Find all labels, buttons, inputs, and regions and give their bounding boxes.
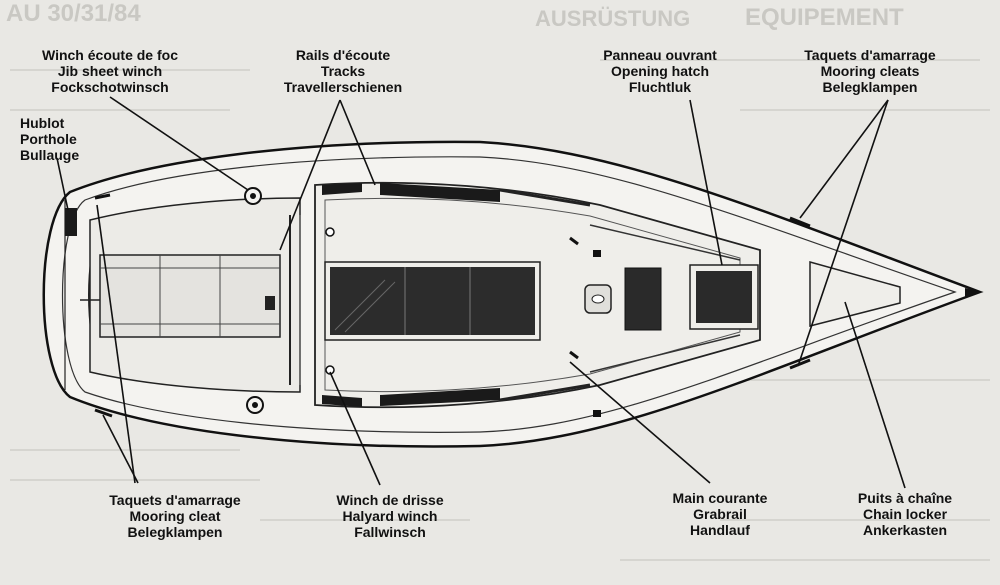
forward-vent bbox=[624, 267, 662, 331]
label-jib-sheet-winch-de: Fockschotwinsch bbox=[51, 79, 169, 95]
porthole bbox=[65, 208, 77, 236]
label-tracks-fr: Rails d'écoute bbox=[295, 47, 391, 63]
label-porthole: Hublot Porthole Bullauge bbox=[20, 115, 90, 163]
label-mooring-cleat-stern-fr: Taquets d'amarrage bbox=[109, 492, 241, 508]
label-mooring-cleats-bow-en: Mooring cleats bbox=[820, 63, 920, 79]
label-halyard-winch-de: Fallwinsch bbox=[354, 524, 426, 540]
label-porthole-de: Bullauge bbox=[20, 147, 80, 163]
coachroof-inner bbox=[324, 197, 741, 393]
label-opening-hatch-de: Fluchtluk bbox=[628, 79, 692, 95]
label-opening-hatch-en: Opening hatch bbox=[611, 63, 709, 79]
mast-step-center bbox=[591, 294, 605, 304]
background-header-mid: AUSRÜSTUNG bbox=[535, 6, 691, 31]
label-porthole-fr: Hublot bbox=[20, 115, 65, 131]
grabrail-port bbox=[589, 224, 741, 261]
label-mooring-cleats-bow-de: Belegklampen bbox=[822, 79, 918, 95]
label-tracks-de: Travellerschienen bbox=[283, 79, 403, 95]
toe-rail bbox=[62, 156, 957, 433]
fitting-small bbox=[593, 410, 601, 417]
winches bbox=[244, 187, 335, 414]
label-mooring-cleat-stern-en: Mooring cleat bbox=[129, 508, 221, 524]
label-halyard-winch-en: Halyard winch bbox=[342, 508, 438, 524]
cockpit bbox=[80, 197, 301, 393]
label-jib-sheet-winch: Winch écoute de foc Jib sheet winch Fock… bbox=[30, 47, 190, 95]
label-halyard-winch-fr: Winch de drisse bbox=[336, 492, 444, 508]
label-mooring-cleats-bow-fr: Taquets d'amarrage bbox=[804, 47, 936, 63]
opening-hatch-glass bbox=[696, 271, 752, 323]
fitting-small-2 bbox=[593, 250, 601, 257]
label-chain-locker-de: Ankerkasten bbox=[862, 522, 948, 538]
label-tracks-en: Tracks bbox=[320, 63, 366, 79]
label-tracks: Rails d'écoute Tracks Travellerschienen bbox=[268, 47, 418, 95]
label-grabrail-de: Handlauf bbox=[690, 522, 750, 538]
label-chain-locker-fr: Puits à chaîne bbox=[857, 490, 953, 506]
label-jib-sheet-winch-en: Jib sheet winch bbox=[57, 63, 163, 79]
label-chain-locker-en: Chain locker bbox=[862, 506, 948, 522]
label-mooring-cleat-stern-de: Belegklampen bbox=[127, 524, 223, 540]
bow-fitting bbox=[965, 288, 980, 298]
label-porthole-en: Porthole bbox=[20, 131, 77, 147]
label-chain-locker: Puits à chaîne Chain locker Ankerkasten bbox=[840, 490, 970, 538]
chain-locker-lid bbox=[809, 261, 901, 327]
label-opening-hatch: Panneau ouvrant Opening hatch Fluchtluk bbox=[595, 47, 725, 95]
background-header-left: AU 30/31/84 bbox=[6, 0, 141, 27]
background-header-right: EQUIPEMENT bbox=[745, 4, 904, 31]
label-grabrail: Main courante Grabrail Handlauf bbox=[655, 490, 785, 538]
label-grabrail-en: Grabrail bbox=[693, 506, 747, 522]
sheet-tracks bbox=[322, 183, 591, 407]
leader-lines bbox=[56, 96, 906, 489]
label-opening-hatch-fr: Panneau ouvrant bbox=[603, 47, 717, 63]
companionway-hatch bbox=[324, 261, 541, 341]
label-mooring-cleats-bow: Taquets d'amarrage Mooring cleats Belegk… bbox=[795, 47, 945, 95]
label-mooring-cleat-stern: Taquets d'amarrage Mooring cleat Belegkl… bbox=[95, 492, 255, 540]
cleats bbox=[94, 193, 811, 418]
label-jib-sheet-winch-fr: Winch écoute de foc bbox=[41, 47, 178, 63]
label-grabrail-fr: Main courante bbox=[672, 490, 768, 506]
label-halyard-winch: Winch de drisse Halyard winch Fallwinsch bbox=[325, 492, 455, 540]
grabrail-starboard bbox=[589, 334, 741, 373]
